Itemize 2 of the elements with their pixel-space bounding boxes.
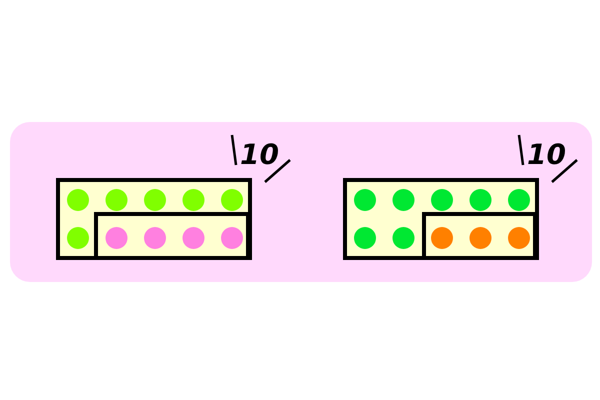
count-label: 10 [527, 140, 566, 170]
count-label: 10 [240, 140, 279, 170]
